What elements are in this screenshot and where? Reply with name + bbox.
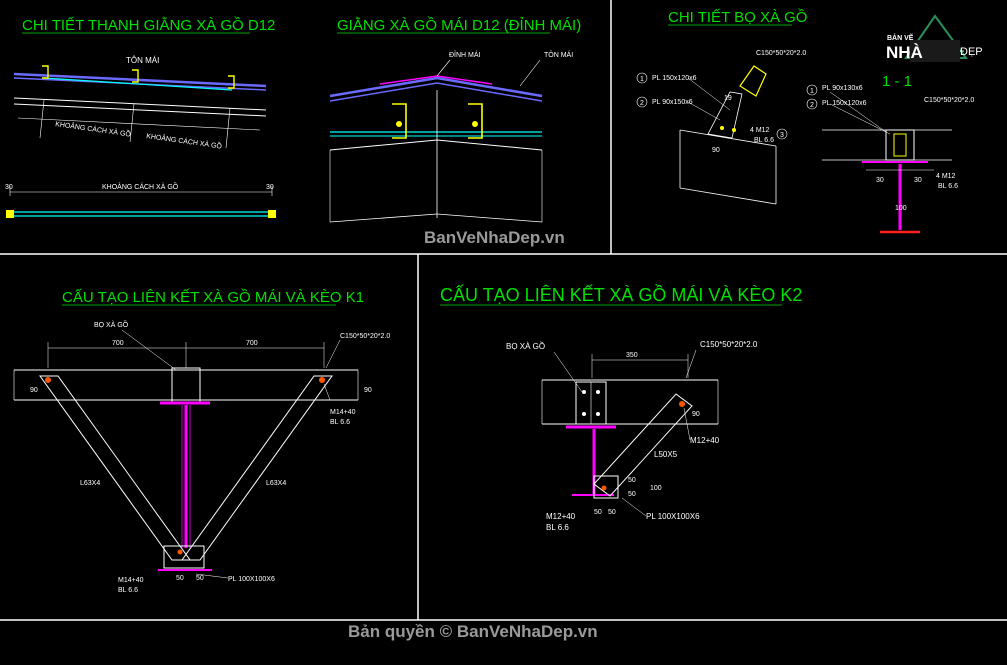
- label-l63x4-right: L63X4: [266, 480, 286, 487]
- label-l63x4-left: L63X4: [80, 480, 100, 487]
- dim-100: 100: [895, 205, 907, 212]
- label-pl-100-k1: PL 100X100X6: [228, 576, 275, 583]
- dim-50-k2c: 50: [594, 509, 602, 516]
- callout-1: 1: [640, 76, 644, 83]
- dim-30-right: 30: [266, 184, 274, 191]
- label-purlin-spacing-1: KHOẢNG CÁCH XÀ GỒ: [55, 118, 132, 139]
- label-m14-right: M14+40: [330, 409, 356, 416]
- label-pl-90x150: PL 90x150x6: [652, 99, 693, 106]
- callout-2b: 2: [810, 102, 814, 109]
- title-section-1-1: 1 - 1: [882, 73, 912, 90]
- panel-frame: [0, 0, 1007, 621]
- title-connection-k2: CẤU TẠO LIÊN KẾT XÀ GỒ MÁI VÀ KÈO K2: [440, 284, 802, 305]
- dim-19: 19: [724, 95, 732, 102]
- section-1-1: [806, 84, 952, 234]
- label-m14-bottom: M14+40: [118, 577, 144, 584]
- truss-k1: [13, 329, 359, 579]
- label-bl66-right: BL 6.6: [330, 419, 350, 426]
- dim-50-k1b: 50: [196, 575, 204, 582]
- label-4m12b: 4 M12: [936, 173, 956, 180]
- bracing-rod-elevation: [6, 186, 276, 218]
- dim-30b: 30: [876, 177, 884, 184]
- dim-90-left: 90: [30, 387, 38, 394]
- label-bl66: BL 6.6: [754, 137, 774, 144]
- label-purlin-spacing-2: KHOẢNG CÁCH XÀ GỒ: [146, 130, 223, 151]
- label-bl66b: BL 6.6: [938, 183, 958, 190]
- watermark-copyright: Bản quyền © BanVeNhaDep.vn: [348, 622, 598, 641]
- label-pl-150x120b: PL 150x120x6: [822, 100, 867, 107]
- label-c150: C150*50*20*2.0: [756, 50, 806, 57]
- callout-1b: 1: [810, 88, 814, 95]
- label-roof-sheet: TÔN MÁI: [126, 56, 159, 65]
- dim-50-k2a: 50: [628, 477, 636, 484]
- label-pl-150x120: PL 150x120x6: [652, 75, 697, 82]
- label-pl-100-k2: PL 100X100X6: [646, 512, 700, 521]
- label-4m12: 4 M12: [750, 127, 770, 134]
- label-c150-k2: C150*50*20*2.0: [700, 340, 758, 349]
- dim-30-left: 30: [5, 184, 13, 191]
- label-m12-k2: M12+40: [690, 436, 720, 445]
- watermark-site: BanVeNhaDep.vn: [424, 228, 565, 247]
- label-bl66-k2: BL 6.6: [546, 523, 569, 532]
- label-roof-sheet-2: TÔN MÁI: [544, 50, 573, 59]
- dim-700-left: 700: [112, 340, 124, 347]
- logo-side-text: ĐẸP: [960, 46, 983, 58]
- title-purlin-cleat: CHI TIẾT BỌ XÀ GỒ: [668, 8, 807, 26]
- label-m12-bottom-k2: M12+40: [546, 512, 576, 521]
- dim-700-right: 700: [246, 340, 258, 347]
- dim-90-right: 90: [364, 387, 372, 394]
- dim-90-k2: 90: [692, 411, 700, 418]
- site-logo: BẢN VẼ NHÀ ĐẸP: [886, 14, 983, 62]
- logo-top-text: BẢN VẼ: [887, 33, 914, 42]
- label-c150b: C150*50*20*2.0: [924, 97, 974, 104]
- dim-350: 350: [626, 352, 638, 359]
- cleat-elevation: [636, 65, 788, 205]
- roof-slope-detail: [13, 65, 267, 149]
- dim-50-k2b: 50: [628, 491, 636, 498]
- label-c150-k1: C150*50*20*2.0: [340, 333, 390, 340]
- title-connection-k1: CẤU TẠO LIÊN KẾT XÀ GỒ MÁI VÀ KÈO K1: [62, 288, 364, 306]
- label-purlin-spacing-3: KHOẢNG CÁCH XÀ GỒ: [102, 181, 179, 191]
- dim-100-k2: 100: [650, 485, 662, 492]
- title-ridge-bracing: GIẰNG XÀ GỒ MÁI D12 (ĐỈNH MÁI): [337, 16, 581, 34]
- label-bo-xa-go: BỌ XÀ GỒ: [94, 319, 129, 329]
- truss-k2: [541, 349, 719, 517]
- label-l50x5: L50X5: [654, 450, 678, 459]
- label-bo-xa-go-k2: BỌ XÀ GỒ: [506, 341, 545, 351]
- label-ridge: ĐỈNH MÁI: [449, 50, 481, 59]
- ridge-section: [329, 59, 543, 223]
- logo-main-text: NHÀ: [886, 43, 923, 62]
- dim-30c: 30: [914, 177, 922, 184]
- label-pl-90x130: PL 90x130x6: [822, 85, 863, 92]
- dim-50-k2d: 50: [608, 509, 616, 516]
- callout-2: 2: [640, 100, 644, 107]
- dim-90: 90: [712, 147, 720, 154]
- dim-50-k1a: 50: [176, 575, 184, 582]
- title-purlin-bracing: CHI TIẾT THANH GIẰNG XÀ GỒ D12: [22, 16, 275, 34]
- label-bl66-bottom: BL 6.6: [118, 587, 138, 594]
- callout-3: 3: [780, 132, 784, 139]
